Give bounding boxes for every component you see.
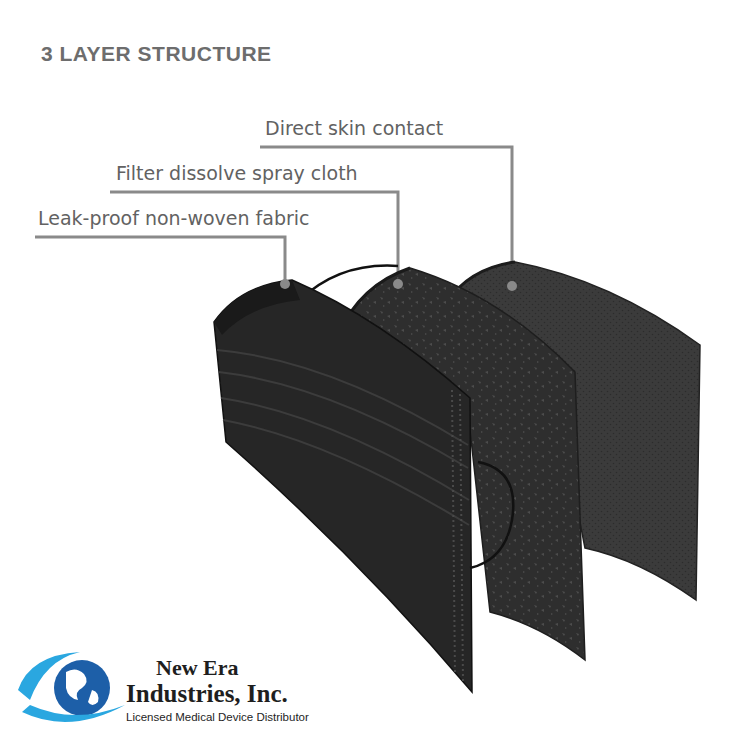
company-name: Industries, Inc. — [126, 680, 288, 708]
leader-lines — [35, 147, 512, 282]
company-logo — [18, 652, 125, 722]
company-tagline: Licensed Medical Device Distributor — [126, 711, 309, 723]
layer-label: Leak-proof non-woven fabric — [38, 207, 310, 229]
layer-label: Direct skin contact — [265, 117, 443, 139]
outer-layer — [214, 280, 472, 692]
leader-line — [35, 237, 285, 280]
seam — [452, 390, 455, 675]
ear-loop — [470, 462, 513, 568]
company-name: New Era — [156, 655, 238, 681]
seam — [460, 394, 463, 682]
leader-dots — [280, 279, 517, 291]
layer-label: Filter dissolve spray cloth — [116, 162, 358, 184]
diagram-title: 3 LAYER STRUCTURE — [41, 42, 272, 66]
layer-rim — [214, 280, 300, 335]
pleat-lines — [217, 350, 469, 525]
